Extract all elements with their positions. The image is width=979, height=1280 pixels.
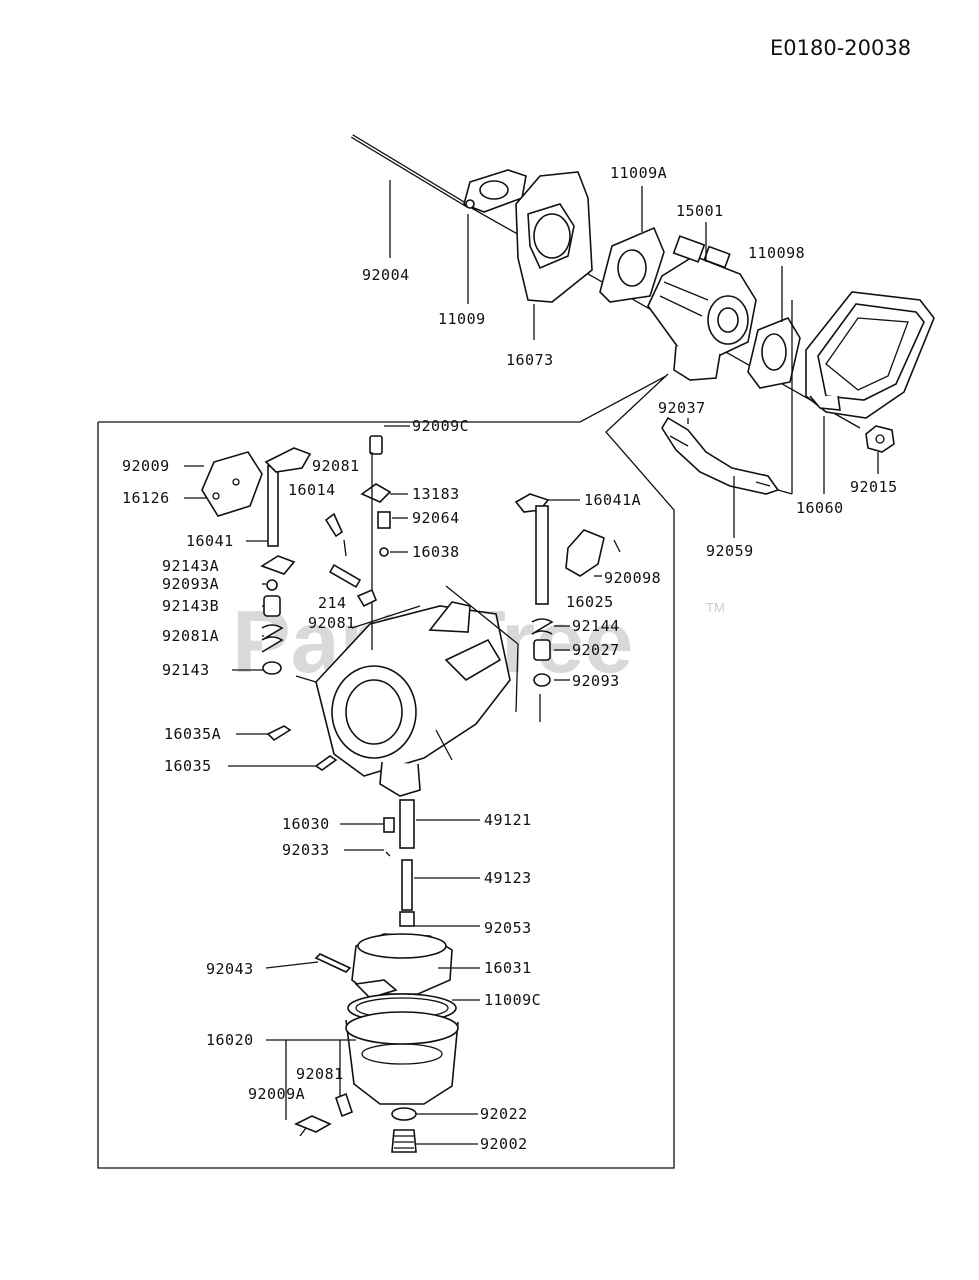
label-92059: 92059	[706, 542, 754, 560]
gasket-11009a	[599, 226, 665, 303]
label-15001: 15001	[676, 202, 724, 220]
label-16030: 16030	[282, 815, 330, 833]
hose-92059	[661, 416, 780, 495]
label-92043: 92043	[206, 960, 254, 978]
choke-shaft-16041	[264, 447, 312, 547]
label-11009b: 110098	[748, 244, 805, 262]
label-13183: 13183	[412, 485, 460, 503]
label-16126: 16126	[122, 489, 170, 507]
label-92037: 92037	[658, 399, 706, 417]
label-16041: 16041	[186, 532, 234, 550]
label-16031: 16031	[484, 959, 532, 977]
label-16020: 16020	[206, 1031, 254, 1049]
label-92004: 92004	[362, 266, 410, 284]
label-92143: 92143	[162, 661, 210, 679]
label-214: 214	[318, 594, 347, 612]
carburetor-body	[295, 585, 519, 797]
screws-16035	[266, 725, 338, 771]
label-92009a: 92009A	[248, 1085, 305, 1103]
small-parts-center	[324, 435, 392, 650]
label-16060: 16060	[796, 499, 844, 517]
label-11009a: 11009A	[610, 164, 667, 182]
label-92144: 92144	[572, 617, 620, 635]
throttle-shaft-16041a	[514, 493, 621, 722]
gasket-11009b	[747, 317, 801, 389]
label-92081-bot: 92081	[296, 1065, 344, 1083]
label-92064: 92064	[412, 509, 460, 527]
label-16014: 16014	[288, 481, 336, 499]
label-16035: 16035	[164, 757, 212, 775]
float-16031	[314, 933, 453, 999]
label-92027: 92027	[572, 641, 620, 659]
label-92015: 92015	[850, 478, 898, 496]
label-49121: 49121	[484, 811, 532, 829]
leader-lines	[184, 180, 879, 1145]
label-16041a: 16041A	[584, 491, 641, 509]
air-cleaner-base-16060	[805, 291, 935, 419]
detail-box	[97, 373, 675, 1169]
part-labels: 92004 11009 16073 11009A 15001 110098 92…	[122, 164, 898, 1153]
label-92093a: 92093A	[162, 575, 219, 593]
nut-92015	[865, 425, 895, 453]
label-11009: 11009	[438, 310, 486, 328]
spacer-16073	[515, 171, 593, 303]
label-92002: 92002	[480, 1135, 528, 1153]
label-92033: 92033	[282, 841, 330, 859]
float-bowl-16020	[294, 1011, 459, 1137]
label-92081a: 92081A	[162, 627, 219, 645]
label-92081-top: 92081	[312, 457, 360, 475]
label-92053: 92053	[484, 919, 532, 937]
label-16073: 16073	[506, 351, 554, 369]
main-jet-assembly	[383, 799, 415, 927]
bowl-parts-92022-92002	[391, 1107, 417, 1153]
label-49123: 49123	[484, 869, 532, 887]
label-16035a: 16035A	[164, 725, 221, 743]
label-92009c: 92009C	[412, 417, 469, 435]
carburetor-15001	[647, 235, 757, 381]
small-parts-left	[260, 555, 296, 675]
label-92022: 92022	[480, 1105, 528, 1123]
label-11009c: 11009C	[484, 991, 541, 1009]
label-92009: 92009	[122, 457, 170, 475]
label-92143b: 92143B	[162, 597, 219, 615]
choke-plate-16126	[201, 451, 263, 517]
label-16038: 16038	[412, 543, 460, 561]
watermark-trademark: TM	[706, 600, 725, 615]
label-92093: 92093	[572, 672, 620, 690]
label-16025: 16025	[566, 593, 614, 611]
gasket-11009	[463, 169, 527, 213]
label-92009b: 920098	[604, 569, 661, 587]
label-92081-mid: 92081	[308, 614, 356, 632]
drawing-code: E0180-20038	[770, 36, 911, 60]
label-92143a: 92143A	[162, 557, 219, 575]
